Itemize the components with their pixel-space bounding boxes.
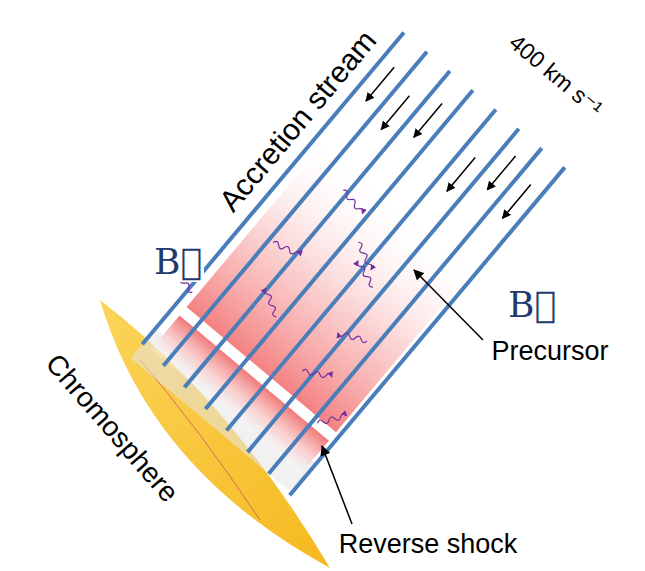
- flow-arrow: [502, 185, 530, 219]
- field-line: [269, 148, 542, 474]
- photons: [156, 137, 459, 437]
- field-line: [248, 129, 519, 452]
- field-line: [205, 90, 472, 409]
- flow-arrows: [355, 60, 539, 230]
- chromosphere-label: Chromosphere: [40, 348, 185, 508]
- speed-label: 400 km s⁻¹: [505, 30, 608, 122]
- photon: [272, 240, 301, 257]
- photon: [302, 369, 332, 379]
- leader-line: [322, 446, 352, 524]
- field-line: [290, 167, 565, 495]
- photon: [341, 189, 364, 215]
- stream-label: Accretion stream: [213, 23, 383, 217]
- field-line: [142, 32, 404, 344]
- flow-arrow: [487, 156, 515, 190]
- photon: [317, 413, 347, 426]
- reverse-shock-label: Reverse shock: [339, 530, 518, 560]
- flow-arrow: [447, 157, 475, 191]
- field-lines: [129, 32, 565, 495]
- flow-arrow: [366, 67, 394, 101]
- flow-arrow: [414, 104, 442, 138]
- photon: [356, 260, 375, 288]
- photon: [264, 288, 279, 318]
- flow-arrow: [381, 96, 409, 130]
- field-symbol: B⃗: [152, 242, 204, 282]
- precursor-label: Precursor: [491, 337, 608, 367]
- photon: [337, 331, 367, 344]
- accretion-stream: [110, 16, 567, 496]
- field-symbol: B⃗: [506, 285, 558, 325]
- leader-line: [414, 270, 483, 340]
